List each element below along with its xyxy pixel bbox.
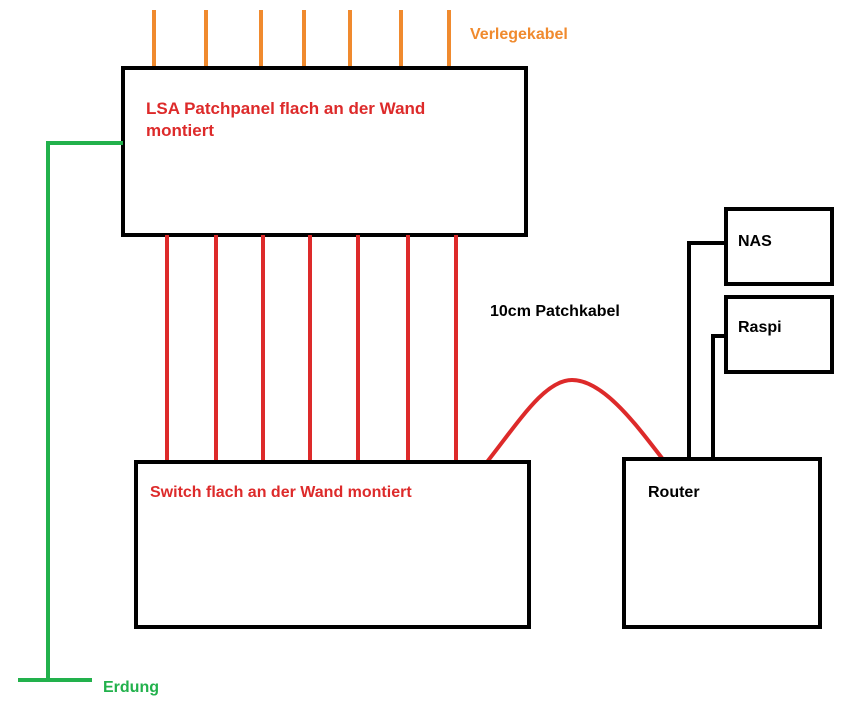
patch-cables	[165, 235, 458, 462]
switch-router-cable	[485, 377, 667, 464]
raspi-label: Raspi	[738, 319, 782, 336]
patchpanel-label-line1: LSA Patchpanel flach an der Wand	[146, 99, 425, 118]
ground-line	[46, 141, 123, 680]
patchkabel-label: 10cm Patchkabel	[490, 303, 620, 320]
router-label: Router	[648, 484, 700, 501]
router-box	[622, 457, 822, 629]
incoming-cables	[152, 10, 451, 68]
erdung-label: Erdung	[103, 679, 159, 696]
nas-label: NAS	[738, 233, 772, 250]
verlegekabel-label: Verlegekabel	[470, 26, 568, 43]
nas-box	[724, 207, 834, 286]
switch-label: Switch flach an der Wand montiert	[150, 484, 412, 501]
patchpanel-box	[121, 66, 528, 237]
router-raspi-cable	[711, 334, 726, 459]
patchpanel-label-line2: montiert	[146, 121, 214, 140]
switch-box	[134, 460, 531, 629]
router-nas-cable	[687, 241, 726, 459]
